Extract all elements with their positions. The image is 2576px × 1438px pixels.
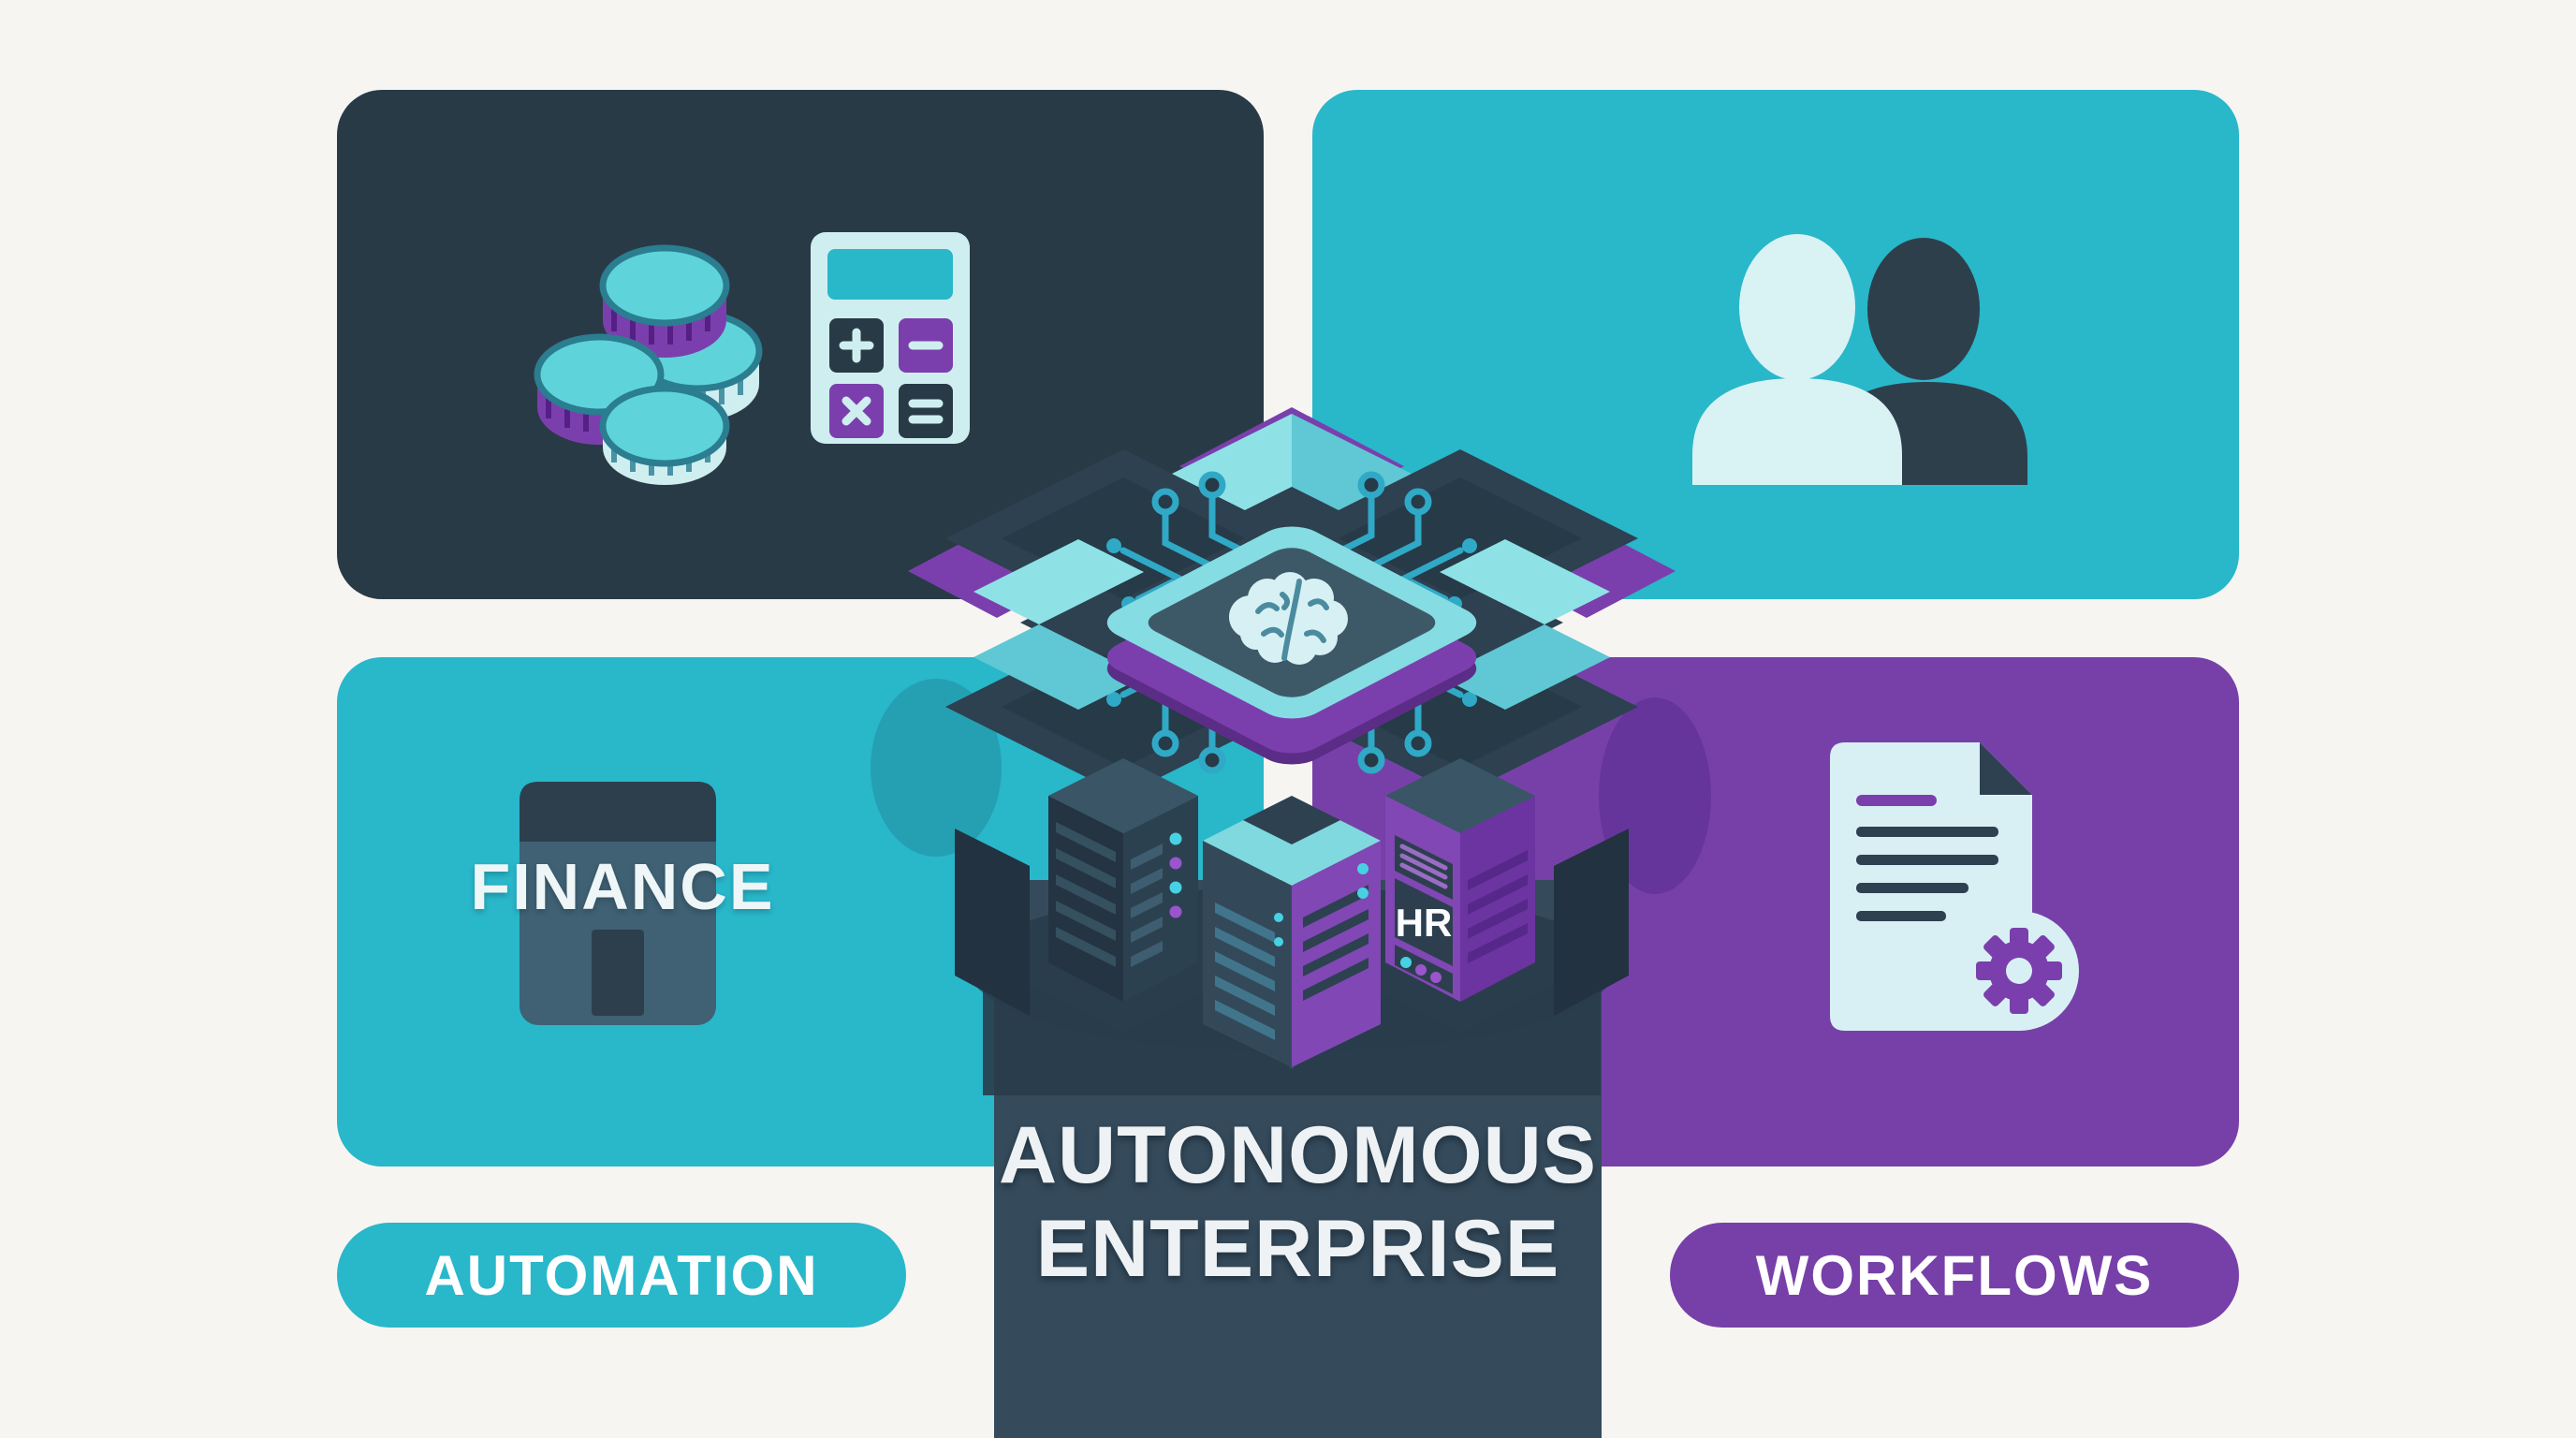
- coin: [599, 244, 730, 358]
- hr-server-label: HR: [1396, 901, 1453, 945]
- server-tower-right: HR: [1385, 758, 1535, 1002]
- enterprise-title-line2: ENTERPRISE: [1035, 1203, 1560, 1294]
- coins-icon: [534, 244, 763, 485]
- people-icon: [1692, 234, 2027, 485]
- autonomous-enterprise-illustration: HR: [871, 407, 1711, 1095]
- store-door: [592, 930, 644, 1016]
- server-tower-left: [1048, 758, 1198, 1002]
- ai-chip: [1106, 526, 1477, 765]
- store-icon: [520, 782, 716, 1025]
- enterprise-title: AUTONOMOUS ENTERPRISE: [994, 1109, 1602, 1297]
- calculator-screen: [827, 249, 953, 300]
- finance-label: FINANCE: [470, 850, 775, 923]
- automation-badge: AUTOMATION: [337, 1223, 906, 1328]
- brain-icon: [1229, 572, 1348, 665]
- person-front: [1692, 234, 1902, 485]
- document-gear-icon: [1830, 742, 2079, 1031]
- cast-shadows: [871, 679, 1711, 894]
- page-fold: [1980, 742, 2032, 795]
- coin: [599, 385, 730, 485]
- teal-side-brackets: [973, 539, 1610, 710]
- calculator-icon: [811, 232, 970, 444]
- calculator-buttons: [829, 318, 953, 438]
- store-awning: [520, 782, 716, 842]
- server-tower-middle: [1203, 796, 1381, 1067]
- enterprise-title-line1: AUTONOMOUS: [998, 1110, 1598, 1200]
- hr-server-panel: [1395, 878, 1453, 966]
- workflows-badge: WORKFLOWS: [1670, 1223, 2239, 1328]
- automation-badge-label: AUTOMATION: [424, 1243, 819, 1307]
- document-lines: [1856, 827, 1998, 921]
- gear-icon: [1976, 928, 2062, 1014]
- workflows-badge-label: WORKFLOWS: [1755, 1243, 2154, 1307]
